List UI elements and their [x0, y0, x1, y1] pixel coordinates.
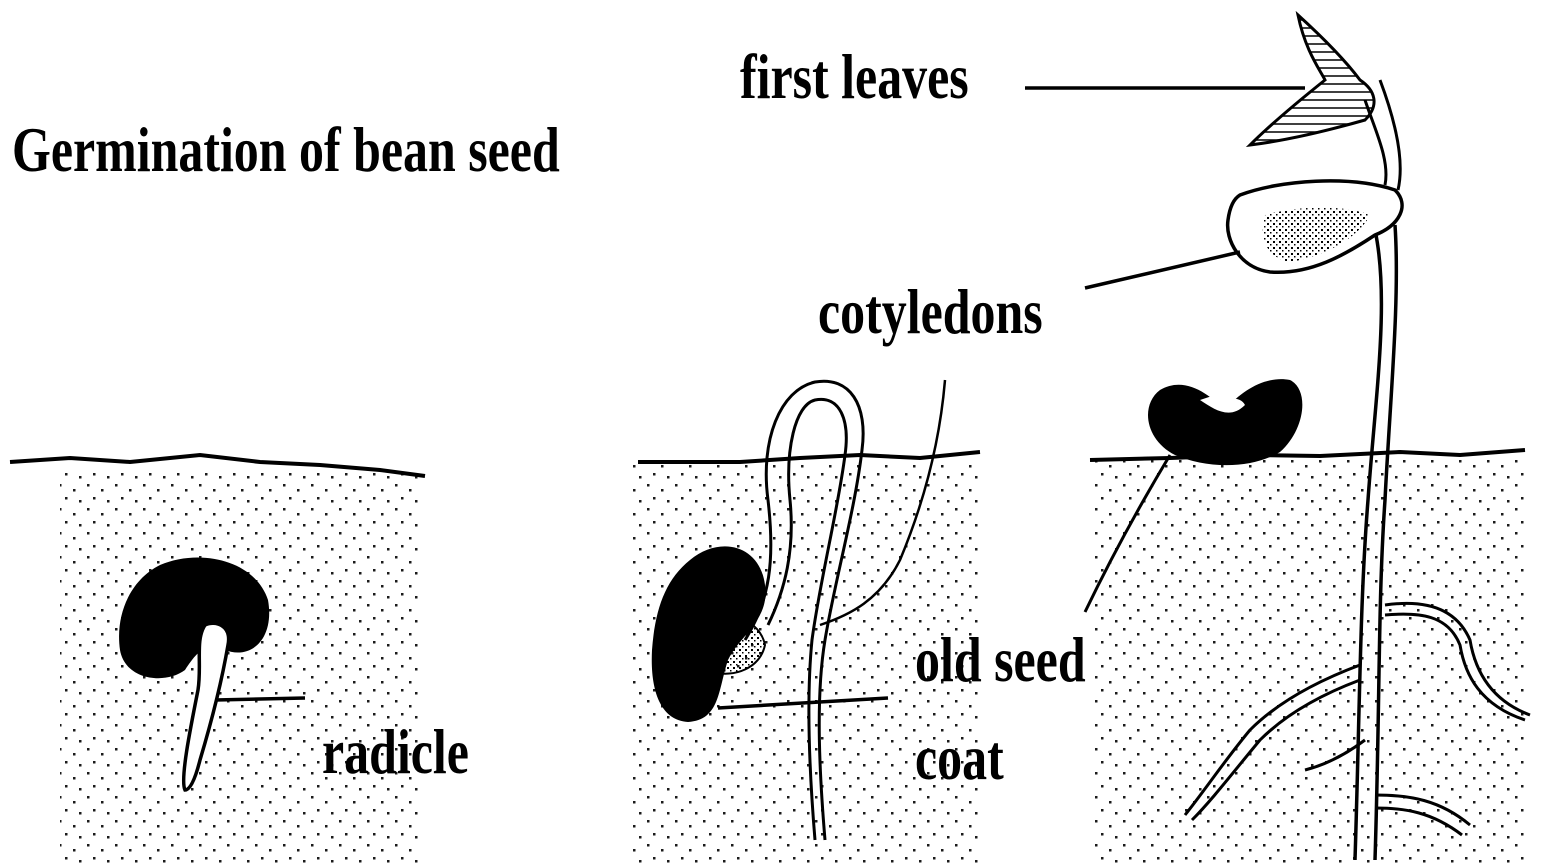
diagram-title: Germination of bean seed	[12, 118, 560, 182]
soil-surface-2	[638, 452, 980, 462]
label-cotyledons: cotyledons	[818, 280, 1043, 344]
soil-area-1	[60, 470, 420, 865]
stage-1-seed	[10, 455, 425, 865]
label-old-seed: old seed	[915, 628, 1086, 692]
cotyledons-leader	[1085, 252, 1240, 288]
label-first-leaves: first leaves	[740, 45, 969, 109]
label-radicle: radicle	[322, 720, 469, 784]
label-coat: coat	[915, 726, 1004, 790]
stage-3-seedling	[1025, 15, 1530, 865]
radicle-leader	[215, 698, 305, 700]
first-leaves	[1250, 15, 1374, 145]
shed-seed-coat	[1148, 379, 1302, 465]
soil-area-3	[1090, 455, 1527, 865]
